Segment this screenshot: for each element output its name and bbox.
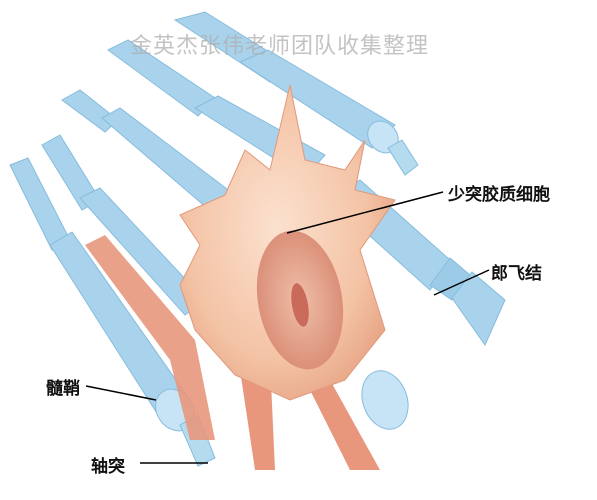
label-node-of-ranvier: 郎飞结	[491, 259, 542, 284]
watermark: 金英杰张伟老师团队收集整理	[130, 28, 429, 60]
label-oligodendrocyte: 少突胶质细胞	[448, 180, 550, 205]
label-myelin-sheath: 髓鞘	[46, 374, 80, 399]
label-axon: 轴突	[91, 452, 125, 477]
